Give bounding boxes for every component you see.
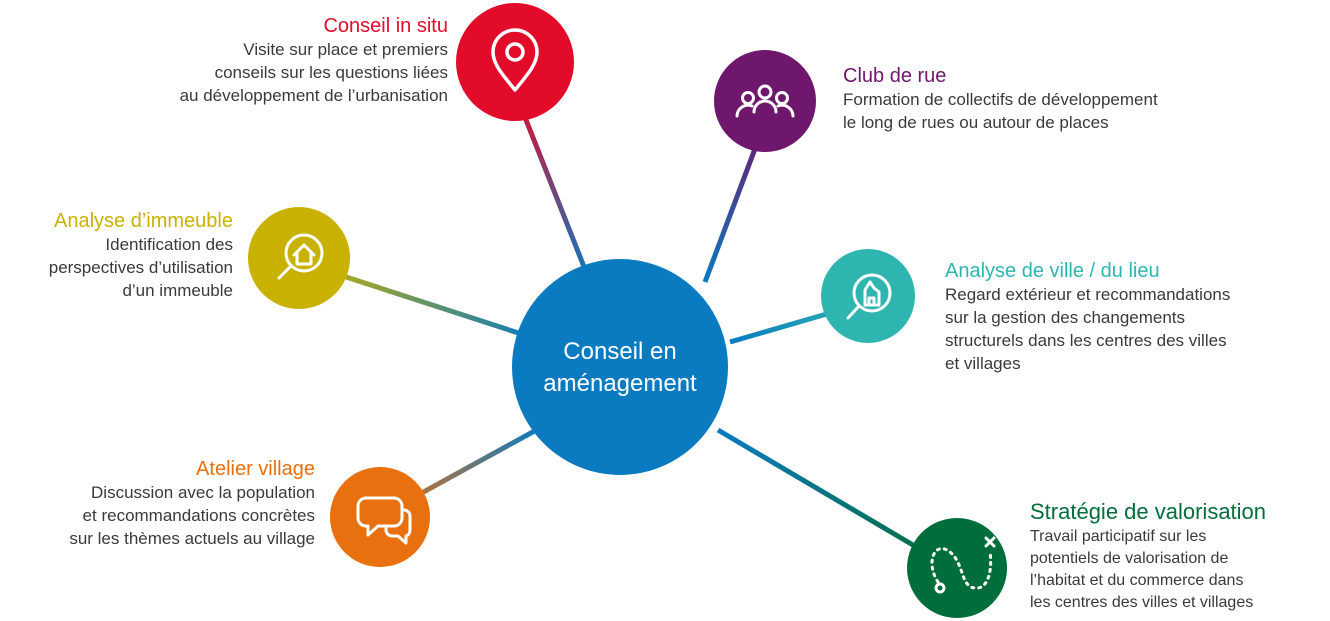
desc-line: et villages — [945, 354, 1021, 373]
church-search-icon — [846, 273, 892, 320]
treasure-map-icon — [930, 536, 996, 594]
label-strategie-valorisation: Stratégie de valorisation Travail partic… — [1030, 498, 1266, 614]
center-label: Conseil en aménagement — [510, 336, 730, 400]
node-atelier-village — [330, 467, 430, 567]
desc-line: Discussion avec la population — [91, 483, 315, 502]
label-conseil-in-situ: Conseil in situ Visite sur place et prem… — [180, 14, 448, 107]
desc-line: potentiels de valorisation de — [1030, 550, 1229, 567]
desc-line: Identification des — [105, 235, 233, 254]
node-conseil-in-situ — [456, 3, 574, 121]
map-pin-icon — [491, 28, 539, 92]
node-analyse-ville — [821, 249, 915, 343]
house-search-icon — [277, 233, 324, 280]
desc-line: Visite sur place et premiers — [243, 40, 448, 59]
desc-line: structurels dans les centres des villes — [945, 331, 1227, 350]
title-strategie-valorisation: Stratégie de valorisation — [1030, 499, 1267, 524]
title-analyse-immeuble: Analyse d’immeuble — [54, 210, 233, 232]
speech-bubbles-icon — [356, 496, 412, 545]
desc-line: conseils sur les questions liées — [214, 63, 448, 82]
desc-line: Formation de collectifs de développement — [843, 90, 1158, 109]
desc-line: au développement de l’urbanisation — [179, 86, 448, 105]
desc-line: Travail participatif sur les — [1030, 528, 1207, 545]
desc-line: d’un immeuble — [122, 281, 233, 300]
desc-line: et recommandations concrètes — [82, 506, 315, 525]
title-atelier-village: Atelier village — [196, 458, 315, 480]
connector-conseil-in-situ — [512, 91, 593, 283]
node-strategie-valorisation — [907, 518, 1007, 618]
title-analyse-ville: Analyse de ville / du lieu — [945, 260, 1160, 282]
desc-line: Regard extérieur et recommandations — [945, 285, 1231, 304]
title-conseil-in-situ: Conseil in situ — [323, 15, 448, 37]
node-analyse-immeuble — [248, 207, 350, 309]
center-hub — [512, 259, 728, 475]
label-analyse-immeuble: Analyse d’immeuble Identification des pe… — [49, 209, 233, 302]
desc-line: les centres des villes et villages — [1030, 594, 1254, 611]
desc-line: l’habitat et du commerce dans — [1030, 572, 1244, 589]
label-atelier-village: Atelier village Discussion avec la popul… — [69, 457, 315, 550]
center-label-line2: aménagement — [543, 370, 697, 397]
desc-line: sur les thèmes actuels au village — [69, 529, 315, 548]
people-group-icon — [735, 84, 795, 118]
label-analyse-ville: Analyse de ville / du lieu Regard extéri… — [945, 259, 1230, 375]
center-label-line1: Conseil en — [563, 338, 677, 365]
desc-line: sur la gestion des changements — [945, 308, 1186, 327]
node-club-de-rue — [714, 50, 816, 152]
desc-line: perspectives d’utilisation — [48, 258, 233, 277]
title-club-de-rue: Club de rue — [843, 65, 947, 87]
desc-line: le long de rues ou autour de places — [843, 113, 1109, 132]
label-club-de-rue: Club de rue Formation de collectifs de d… — [843, 64, 1158, 134]
